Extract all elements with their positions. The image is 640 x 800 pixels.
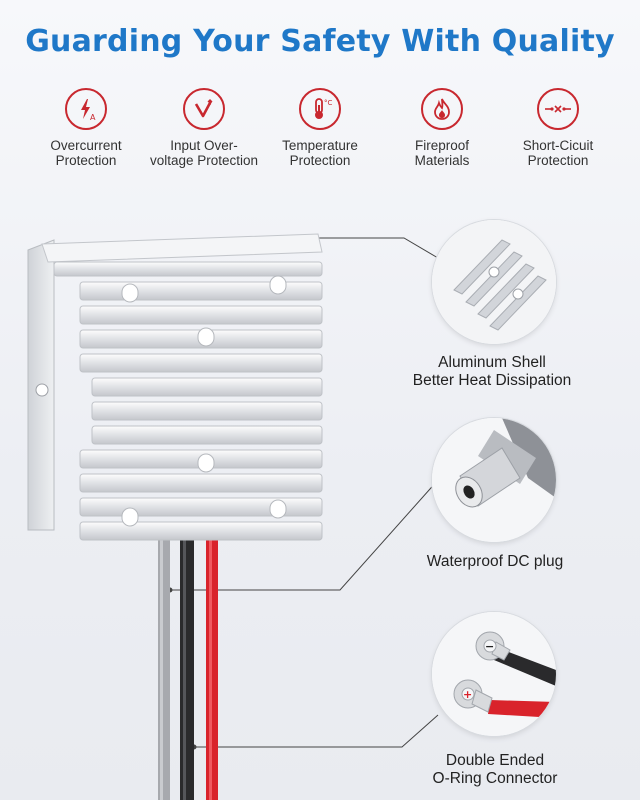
feature-label: Temperature Protection xyxy=(282,138,358,168)
overcurrent-icon: A xyxy=(65,88,107,130)
page-title: Guarding Your Safety With Quality xyxy=(25,24,615,59)
feature-label: Short-Cicuit Protection xyxy=(522,138,594,168)
o-ring-connector-caption: Double Ended O-Ring Connector xyxy=(432,752,558,787)
feature-overcurrent: A Overcurrent Protection xyxy=(22,88,150,168)
feature-label: Input Over- voltage Protection xyxy=(149,138,259,168)
short-circuit-icon xyxy=(537,88,579,130)
svg-text:°C: °C xyxy=(324,99,333,107)
svg-text:A: A xyxy=(90,113,96,122)
flame-icon xyxy=(421,88,463,130)
feature-fireproof: Fireproof Materials xyxy=(378,88,506,168)
svg-text:−: − xyxy=(485,640,494,653)
heat-sink-fins xyxy=(53,261,323,541)
dc-plug-closeup xyxy=(432,418,556,542)
overvoltage-icon xyxy=(183,88,225,130)
feature-label: Overcurrent Protection xyxy=(50,138,122,168)
feature-overvoltage: Input Over- voltage Protection xyxy=(140,88,268,168)
svg-text:+: + xyxy=(463,688,472,701)
thermometer-icon: °C xyxy=(299,88,341,130)
feature-short-circuit: Short-Cicuit Protection xyxy=(494,88,622,168)
o-ring-connector-closeup: − + xyxy=(432,612,556,736)
feature-label: Fireproof Materials xyxy=(414,138,470,168)
aluminum-shell-caption: Aluminum Shell Better Heat Dissipation xyxy=(412,354,572,389)
aluminum-shell-closeup xyxy=(432,220,556,344)
converter-product-image xyxy=(27,233,323,800)
dc-plug-caption: Waterproof DC plug xyxy=(426,553,564,570)
feature-row: A Overcurrent Protection Input Over- vol… xyxy=(0,88,640,178)
feature-temperature: °C Temperature Protection xyxy=(256,88,384,168)
